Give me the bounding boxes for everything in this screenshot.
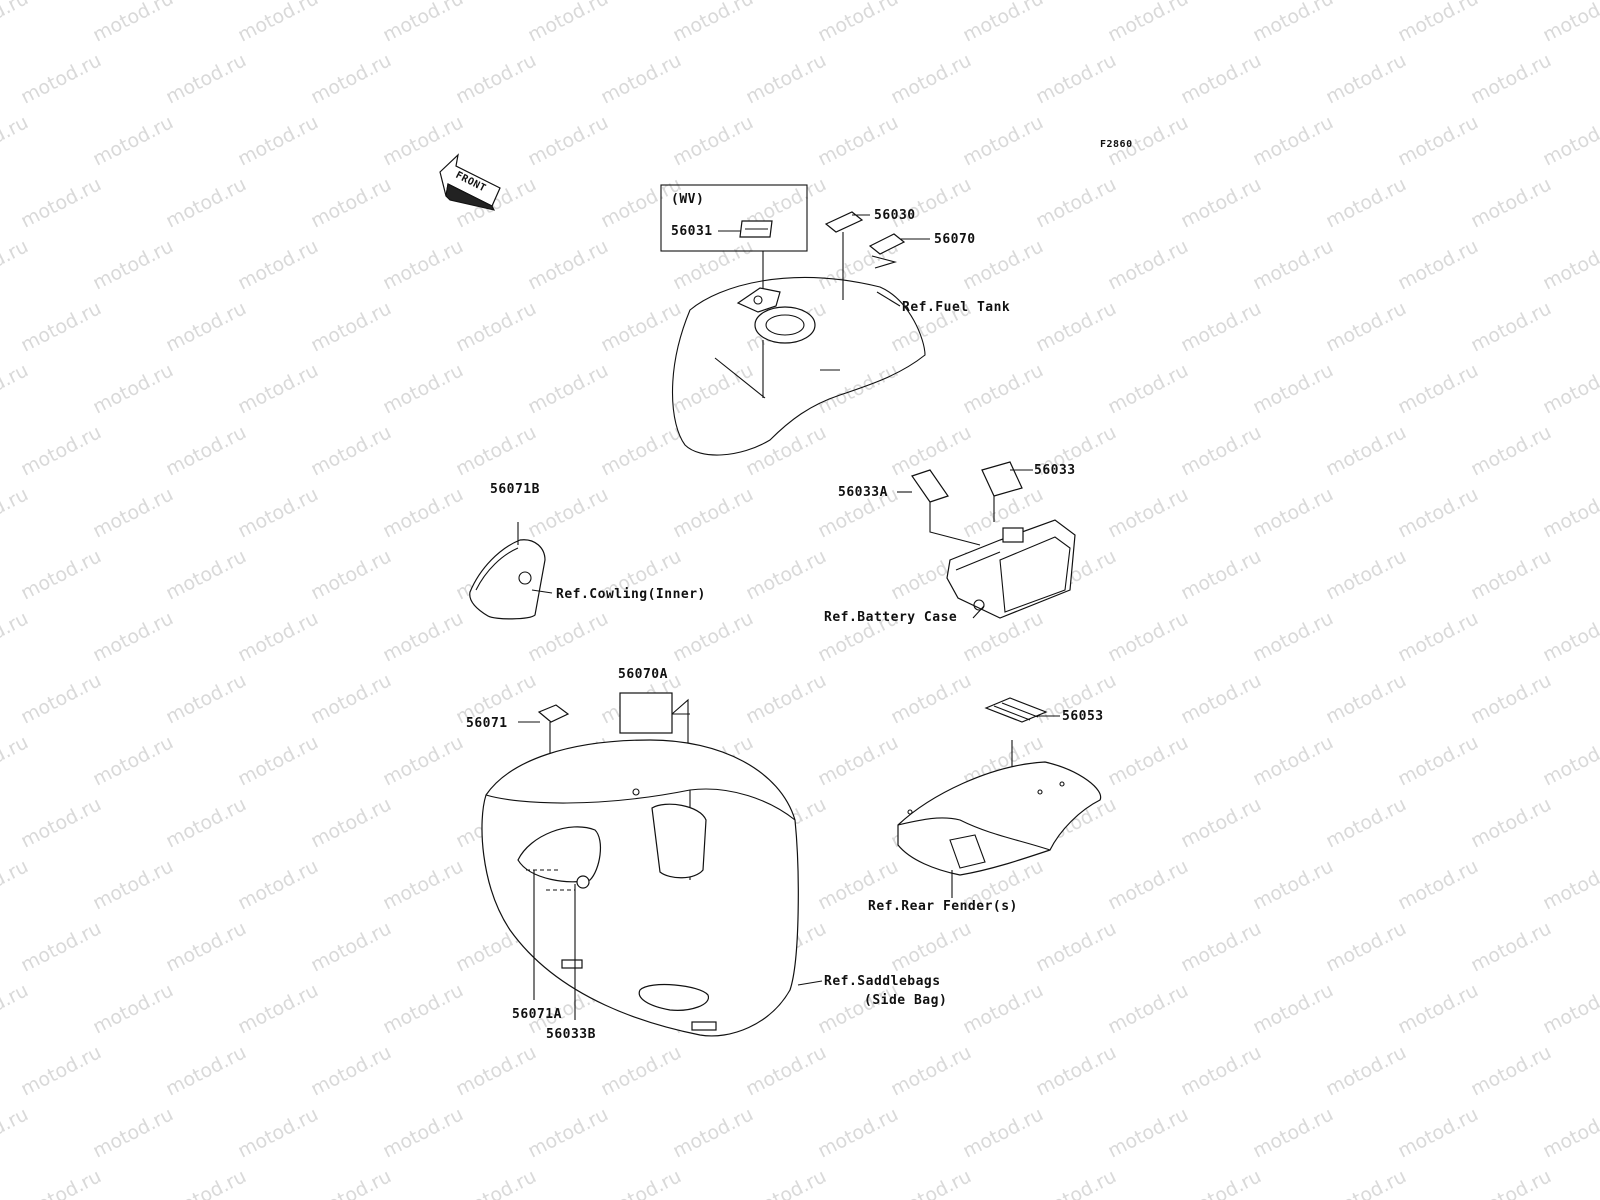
label-decal-56071-icon (537, 704, 570, 723)
ref-saddlebags-line2: (Side Bag) (864, 993, 947, 1008)
ref-battery-case: Ref.Battery Case (824, 610, 957, 625)
rear-fender-outline (897, 761, 1102, 876)
part-label-56033B: 56033B (546, 1027, 596, 1042)
part-label-56033A: 56033A (838, 485, 888, 500)
label-decal-56070A-icon (619, 692, 673, 734)
cowling-inner-outline (469, 522, 553, 620)
label-decal-56033-icon (981, 461, 1023, 497)
ref-rear-fender: Ref.Rear Fender(s) (868, 899, 1018, 914)
battery-case-outline (929, 496, 1076, 619)
label-decal-56030-icon (824, 211, 864, 233)
part-label-56030: 56030 (874, 208, 916, 223)
part-label-56071B: 56071B (490, 482, 540, 497)
fuel-tank-outline (672, 277, 926, 456)
variant-box: (WV) 56031 (660, 184, 808, 300)
front-arrow-icon: FRONT (439, 153, 501, 211)
filler-cap-icon (754, 306, 816, 344)
label-decal-56053-icon (984, 697, 1048, 723)
variant-box-label: (WV) (671, 192, 704, 207)
part-label-56070A: 56070A (618, 667, 668, 682)
ref-cowling: Ref.Cowling(Inner) (556, 587, 706, 602)
part-label-56053: 56053 (1062, 709, 1104, 724)
label-decal-56033A-icon (911, 469, 949, 503)
figure-code: F2860 (1100, 139, 1133, 150)
part-label-56033: 56033 (1034, 463, 1076, 478)
label-decal-56070-icon (868, 233, 906, 255)
part-label-56070: 56070 (934, 232, 976, 247)
part-label-56071: 56071 (466, 716, 508, 731)
part-label-56071A: 56071A (512, 1007, 562, 1022)
saddlebag-outline (481, 739, 799, 1037)
part-label-56031: 56031 (671, 224, 713, 239)
ref-fuel-tank: Ref.Fuel Tank (902, 300, 1010, 315)
ref-saddlebags-line1: Ref.Saddlebags (824, 974, 941, 989)
